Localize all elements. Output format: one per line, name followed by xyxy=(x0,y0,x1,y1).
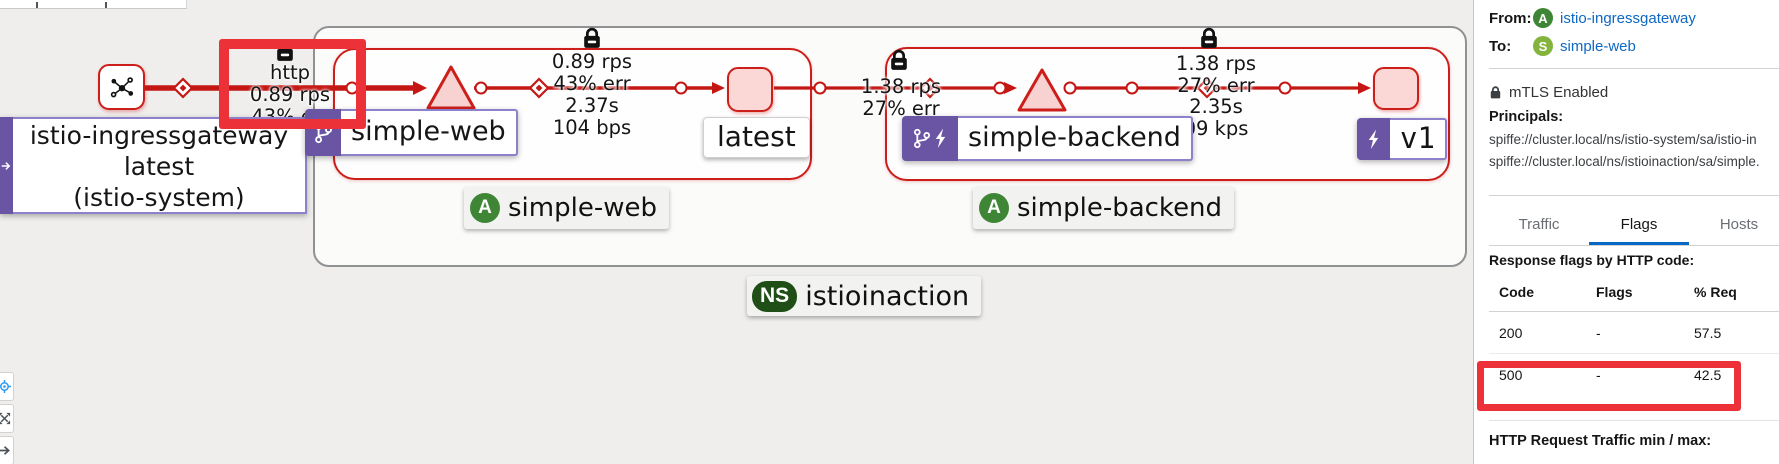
mtls-status: mTLS Enabled xyxy=(1489,84,1779,101)
workload-badge xyxy=(902,116,958,161)
principals-heading: Principals: xyxy=(1489,109,1564,125)
principal-spiffe-1: spiffe://cluster.local/ns/istio-system/s… xyxy=(1489,132,1757,147)
graph-arrow-button[interactable] xyxy=(0,436,14,464)
bolt-icon xyxy=(1368,129,1379,149)
divider xyxy=(1489,245,1779,246)
label-latest[interactable]: latest xyxy=(703,117,810,158)
node-workload-v1[interactable] xyxy=(1373,67,1419,110)
to-link[interactable]: simple-web xyxy=(1560,37,1636,55)
expand-arrows-icon xyxy=(0,412,11,425)
lock-icon xyxy=(1490,86,1501,99)
namespace-badge-icon: NS xyxy=(752,280,798,312)
label-v1[interactable]: v1 xyxy=(1357,118,1447,160)
tab-hosts[interactable]: Hosts xyxy=(1719,216,1759,233)
to-row: To: S simple-web xyxy=(1489,33,1779,59)
gateway-namespace: (istio-system) xyxy=(73,183,245,212)
mtls-lock-icon xyxy=(584,27,600,48)
label-istio-ingressgateway[interactable]: istio-ingressgateway latest (istio-syste… xyxy=(0,117,307,214)
annotation-box-edge-label xyxy=(219,39,366,129)
label-text: simple-web xyxy=(341,109,518,156)
label-text: simple-backend xyxy=(958,116,1193,161)
gateway-version: latest xyxy=(123,152,195,181)
tab-traffic[interactable]: Traffic xyxy=(1518,216,1560,233)
workload-badge xyxy=(1357,118,1390,160)
app-badge-icon: A xyxy=(979,193,1009,223)
graph-expand-button[interactable] xyxy=(0,404,14,433)
namespace-name: istioinaction xyxy=(805,280,970,312)
app-label-text: simple-web xyxy=(508,193,657,223)
crosshair-icon xyxy=(0,380,11,393)
code-branch-icon xyxy=(913,128,931,149)
annotation-box-500-row xyxy=(1477,361,1741,411)
graph-canvas[interactable]: http 0.89 rps 43% err 0.89 rps 43% err 2… xyxy=(0,0,1473,464)
table-row-200: 200 - 57.5 xyxy=(1499,324,1722,341)
clipped-toolbar-mark xyxy=(36,2,38,8)
http-traffic-section-title: HTTP Request Traffic min / max: xyxy=(1489,433,1712,449)
graph-target-button[interactable] xyxy=(0,372,14,401)
tab-flags[interactable]: Flags xyxy=(1589,210,1689,245)
workload-badge xyxy=(305,109,341,156)
mesh-icon xyxy=(110,77,133,98)
divider xyxy=(1489,420,1779,421)
namespace-label-istioinaction[interactable]: NS istioinaction xyxy=(747,276,982,316)
divider xyxy=(1489,195,1779,196)
col-flags: Flags xyxy=(1596,284,1633,300)
app-label-simple-backend[interactable]: A simple-backend xyxy=(973,187,1235,229)
app-badge-icon: A xyxy=(470,193,500,223)
root-badge xyxy=(0,117,13,214)
clipped-toolbar xyxy=(0,0,187,9)
table-row-500: 500 - 42.5 xyxy=(1499,366,1722,383)
node-workload-latest[interactable] xyxy=(727,67,773,112)
graph-edges[interactable] xyxy=(0,0,1473,464)
label-text: v1 xyxy=(1390,118,1447,160)
mtls-lock-icon xyxy=(1201,27,1217,48)
app-label-simple-web[interactable]: A simple-web xyxy=(464,187,669,229)
app-label-text: simple-backend xyxy=(1017,193,1223,223)
principal-spiffe-2: spiffe://cluster.local/ns/istioinaction/… xyxy=(1489,154,1760,169)
service-node-simple-backend[interactable] xyxy=(1017,68,1067,112)
clipped-toolbar-mark xyxy=(105,2,107,8)
root-arrow-icon xyxy=(1,161,11,170)
label-simple-backend[interactable]: simple-backend xyxy=(902,116,1193,161)
col-preq: % Req xyxy=(1694,284,1737,300)
divider xyxy=(1489,311,1779,312)
panel-tabs: Traffic Flags Hosts xyxy=(1489,210,1779,245)
edge-details-panel: From: A istio-ingressgateway To: S simpl… xyxy=(1473,0,1779,464)
divider xyxy=(1489,68,1779,69)
app-badge-icon: A xyxy=(1533,8,1553,28)
from-key: From: xyxy=(1489,9,1532,27)
edge-label-web-to-backend: 1.38 rps 27% err xyxy=(860,75,942,120)
flags-section-title: Response flags by HTTP code: xyxy=(1489,252,1695,268)
to-key: To: xyxy=(1489,37,1512,55)
bolt-icon xyxy=(935,128,946,148)
arrow-right-icon xyxy=(0,446,10,455)
label-simple-web[interactable]: simple-web xyxy=(305,109,518,156)
edge-label-backend-internal: 1.38 rps 27% err 2.35s 09 kps xyxy=(1175,52,1257,140)
service-badge-icon: S xyxy=(1533,36,1553,56)
flags-table-header: Code Flags % Req xyxy=(1489,284,1779,311)
divider xyxy=(1489,353,1779,354)
from-row: From: A istio-ingressgateway xyxy=(1489,5,1779,31)
mtls-lock-icon xyxy=(891,49,907,70)
col-code: Code xyxy=(1499,284,1534,300)
node-istio-ingressgateway[interactable] xyxy=(98,64,145,110)
edge-label-web-internal: 0.89 rps 43% err 2.37s 104 bps xyxy=(551,50,633,139)
from-link[interactable]: istio-ingressgateway xyxy=(1560,9,1696,27)
service-node-simple-web[interactable] xyxy=(426,65,476,110)
mtls-text: mTLS Enabled xyxy=(1509,84,1609,101)
